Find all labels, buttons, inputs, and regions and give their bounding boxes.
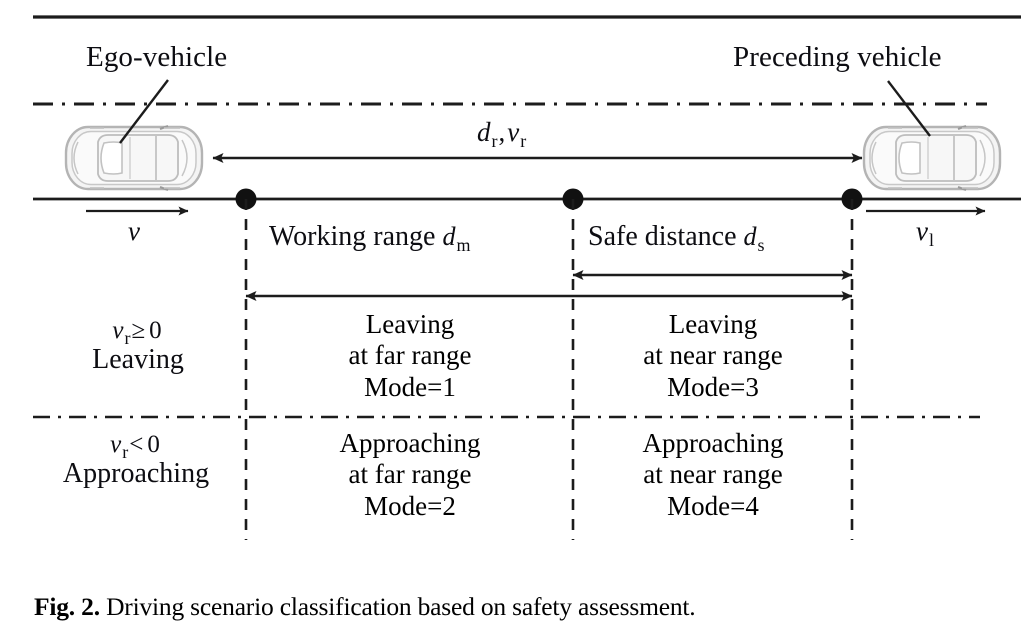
condition-leaving-subscript: r (124, 328, 131, 348)
relative-velocity-symbol: v (507, 117, 520, 147)
condition-approaching-operator: < (129, 431, 144, 458)
working-range-label: Working range dm (269, 221, 470, 255)
mode-cell-3: Leaving at near range Mode=3 (578, 309, 848, 403)
mode-cell-4-line1: Approaching (642, 428, 784, 458)
mode-cell-3-line1: Leaving (668, 309, 758, 339)
mode-cell-2-line2: at far range (348, 459, 472, 490)
mode-cell-1-line3: Mode=1 (364, 371, 456, 402)
working-range-symbol: d (442, 222, 456, 251)
preceding-vehicle-icon (862, 124, 1002, 192)
condition-approaching-expression: vr<0 (20, 431, 252, 462)
safe-distance-subscript: s (757, 235, 765, 255)
relative-velocity-subscript: r (520, 131, 527, 151)
condition-leaving-expression: vr≥0 (33, 317, 243, 348)
ego-vehicle-label: Ego-vehicle (86, 41, 228, 73)
working-range-text: Working range (269, 221, 436, 252)
ego-velocity-label: v (128, 217, 140, 246)
relative-distance-velocity-label: dr,vr (477, 117, 526, 151)
condition-approaching-value: 0 (147, 431, 160, 458)
working-range-subscript: m (456, 235, 471, 255)
lead-velocity-label: vl (916, 216, 934, 250)
mode-cell-4-line2: at near range (643, 459, 783, 490)
figure-caption: Fig. 2. Driving scenario classification … (34, 592, 1014, 622)
ego-vehicle-leader-line (119, 79, 169, 144)
preceding-vehicle-label: Preceding vehicle (733, 41, 942, 73)
mode-cell-1-line1: Leaving (365, 309, 455, 339)
mode-cell-3-line2: at near range (643, 340, 783, 371)
safe-distance-text: Safe distance (588, 221, 737, 252)
mode-cell-1: Leaving at far range Mode=1 (252, 309, 568, 403)
mode-cell-1-line2: at far range (348, 340, 472, 371)
figure-caption-text: Driving scenario classification based on… (106, 592, 696, 621)
mode-cell-2-line3: Mode=2 (364, 490, 456, 521)
mode-cell-2-line1: Approaching (339, 428, 481, 458)
mode-cell-4: Approaching at near range Mode=4 (578, 428, 848, 522)
condition-leaving-operator: ≥ (131, 317, 146, 344)
relative-distance-symbol: d (477, 117, 491, 147)
condition-approaching-subscript: r (122, 442, 129, 462)
comma-separator: , (498, 117, 506, 147)
ego-vehicle-icon (64, 124, 204, 192)
condition-approaching: vr<0 Approaching (20, 431, 252, 489)
mode-cell-3-line3: Mode=3 (667, 371, 759, 402)
mode-cell-4-line3: Mode=4 (667, 490, 759, 521)
lead-velocity-symbol: v (916, 216, 928, 246)
safe-distance-label: Safe distance ds (588, 221, 765, 255)
figure-caption-prefix: Fig. 2. (34, 592, 100, 621)
condition-leaving: vr≥0 Leaving (33, 317, 243, 375)
condition-approaching-symbol: v (110, 431, 122, 458)
relative-distance-subscript: r (491, 131, 498, 151)
safe-distance-symbol: d (743, 222, 757, 251)
preceding-vehicle-leader-line (887, 80, 931, 137)
ego-velocity-symbol: v (128, 216, 140, 246)
condition-leaving-name: Leaving (92, 343, 184, 375)
condition-leaving-value: 0 (149, 317, 162, 344)
condition-leaving-symbol: v (112, 317, 124, 344)
working-range-symbol-group: dm (442, 222, 470, 255)
safe-distance-symbol-group: ds (743, 222, 765, 255)
lead-velocity-subscript: l (928, 230, 934, 250)
condition-approaching-name: Approaching (62, 457, 210, 489)
mode-cell-2: Approaching at far range Mode=2 (252, 428, 568, 522)
